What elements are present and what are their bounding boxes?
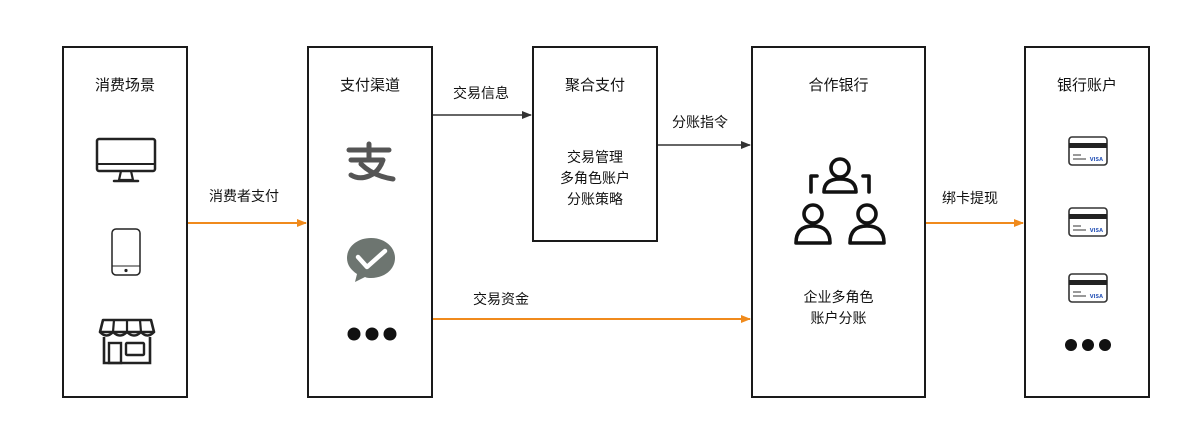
desc-line: 分账策略: [567, 192, 623, 208]
desc-line: 账户分账: [810, 311, 867, 327]
card-brand-label: VISA: [1090, 294, 1103, 300]
phone-icon: [111, 228, 141, 276]
group-people-icon: [794, 157, 886, 245]
node-partner-bank: 合作银行 企业多角色 账户分账: [751, 46, 926, 398]
node-title: 支付渠道: [339, 76, 400, 94]
storefront-icon: [98, 318, 156, 365]
node-bank-accounts: 银行账户 VISA VISA VISA: [1024, 46, 1150, 398]
bank-card-icon: VISA: [1068, 273, 1108, 303]
node-title: 银行账户: [1056, 76, 1117, 94]
node-title: 聚合支付: [564, 76, 625, 94]
monitor-icon: [95, 137, 157, 183]
wechat-pay-icon: [347, 238, 395, 282]
desc-line: 交易管理: [567, 150, 623, 166]
bank-card-icon: VISA: [1068, 207, 1108, 237]
edge-label-trade-info: 交易信息: [453, 86, 509, 102]
node-description: 交易管理 多角色账户 分账策略: [534, 148, 656, 211]
bank-card-icon: VISA: [1068, 136, 1108, 166]
node-title: 合作银行: [808, 76, 869, 94]
node-aggregated-payment: 聚合支付 交易管理 多角色账户 分账策略: [532, 46, 658, 242]
edge-label-consumer-pay: 消费者支付: [209, 189, 279, 205]
edge-label-split-cmd: 分账指令: [672, 115, 728, 131]
edge-label-trade-funds: 交易资金: [473, 292, 529, 308]
desc-line: 企业多角色: [803, 290, 874, 306]
more-dots-icon: [347, 327, 397, 341]
card-brand-label: VISA: [1090, 157, 1103, 163]
node-payment-channels: 支付渠道: [307, 46, 433, 398]
desc-line: 多角色账户: [560, 171, 630, 187]
edge-label-bind-withdraw: 绑卡提现: [942, 191, 998, 207]
card-brand-label: VISA: [1090, 228, 1103, 234]
node-consumer-scenarios: 消费场景: [62, 46, 188, 398]
more-dots-icon: [1065, 339, 1111, 351]
node-title: 消费场景: [94, 76, 155, 94]
node-description: 企业多角色 账户分账: [753, 288, 924, 330]
alipay-icon: [346, 141, 396, 182]
